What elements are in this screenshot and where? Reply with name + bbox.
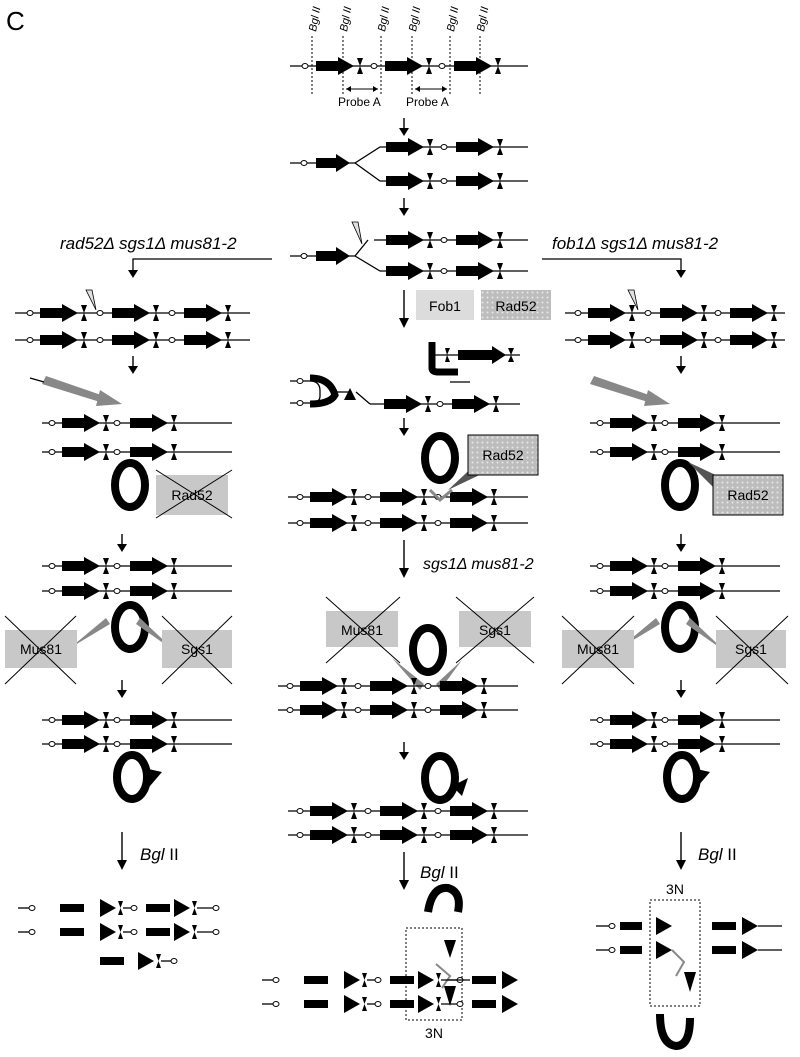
center-arrow-3: [398, 417, 410, 437]
probe-a-2: Probe A: [406, 86, 449, 109]
center-row-a: [278, 677, 518, 695]
resected-end: [290, 342, 520, 413]
rad52-label-right: Rad52: [727, 487, 768, 503]
genotype-center: sgs1Δ mus81-2: [423, 556, 534, 573]
ploidy-label-center: 3N: [425, 1025, 443, 1041]
center-arrow-fob1: [398, 289, 410, 329]
left-blocked-resolvases: Mus81 Sgs1: [4, 557, 232, 685]
sgs1-label-left: Sgs1: [181, 641, 213, 657]
rad52-box-center: [467, 434, 539, 476]
right-arrow-1: [675, 355, 687, 375]
left-arrow-3: [116, 679, 128, 699]
right-exonuclease: [590, 376, 670, 406]
digest-label-center: Bgl II: [420, 863, 459, 882]
left-arrow-bgl: [116, 831, 128, 871]
left-broken-fork: [15, 289, 250, 349]
probe-a-label-2: Probe A: [406, 95, 449, 109]
mus81-label-right: Mus81: [577, 641, 619, 657]
right-blocked-resolvases: Mus81 Sgs1: [561, 557, 789, 685]
genotype-left: rad52Δ sgs1Δ mus81-2: [60, 234, 237, 253]
bgl-site-labels: Bgl II Bgl II Bgl II Bgl II Bgl II Bgl I…: [307, 6, 491, 33]
left-arrow-2: [116, 533, 128, 553]
bgl-site-label-2: Bgl II: [338, 6, 354, 33]
center-row-b: [278, 701, 518, 719]
digest-label-right: Bgl II: [698, 845, 737, 864]
sgs1-box-center: [459, 611, 531, 647]
bgl-site-label-3: Bgl II: [376, 6, 392, 33]
right-arrow-bgl: [675, 831, 687, 871]
left-unrepaired: [42, 711, 232, 799]
center-recombined: [288, 756, 528, 844]
ploidy-label-right: 3N: [666, 881, 684, 897]
right-digest-products: [596, 899, 782, 1051]
rad52-label-center: Rad52: [482, 447, 523, 463]
mus81-box-right: [562, 630, 634, 668]
stalled-fork: [290, 138, 528, 190]
sgs1-box-left: [162, 630, 232, 668]
center-arrow-5: [398, 741, 410, 761]
center-arrow-4: [398, 539, 410, 579]
left-digest-products: [18, 899, 219, 970]
right-recombined: [590, 711, 780, 799]
step-arrow-1: [398, 117, 410, 137]
center-digest-products: [262, 883, 518, 1021]
genotype-right: fob1Δ sgs1Δ mus81-2: [552, 234, 719, 253]
digest-label-left: Bgl II: [140, 845, 179, 864]
fob1-box: [416, 290, 474, 320]
broken-fork: [290, 221, 528, 280]
probe-a-1: Probe A: [338, 86, 381, 109]
branch-left: [128, 258, 272, 278]
bgl-site-label-5: Bgl II: [445, 6, 461, 33]
fob1-label: Fob1: [429, 298, 461, 314]
right-broken-fork: [565, 289, 785, 349]
probe-a-label-1: Probe A: [338, 95, 381, 109]
center-arrow-bgl: [398, 851, 410, 891]
top-map: [290, 36, 528, 96]
left-exonuclease: [29, 376, 122, 406]
panel-label: C: [6, 6, 25, 36]
right-arrow-3: [675, 679, 687, 699]
bgl-site-label-6: Bgl II: [475, 6, 491, 33]
center-blocked-resolvases: Mus81 Sgs1: [325, 596, 535, 690]
bgl-site-label-4: Bgl II: [407, 6, 423, 33]
left-arrow-1: [127, 355, 139, 375]
mus81-label-center: Mus81: [341, 622, 383, 638]
branch-right: [542, 258, 686, 278]
rad52-label-top: Rad52: [495, 298, 536, 314]
bgl-site-label-1: Bgl II: [307, 6, 323, 33]
right-arrow-2: [675, 533, 687, 553]
step-arrow-2: [398, 197, 410, 217]
rad52-box-top: [481, 290, 551, 320]
rad52-box-right: [712, 474, 784, 516]
